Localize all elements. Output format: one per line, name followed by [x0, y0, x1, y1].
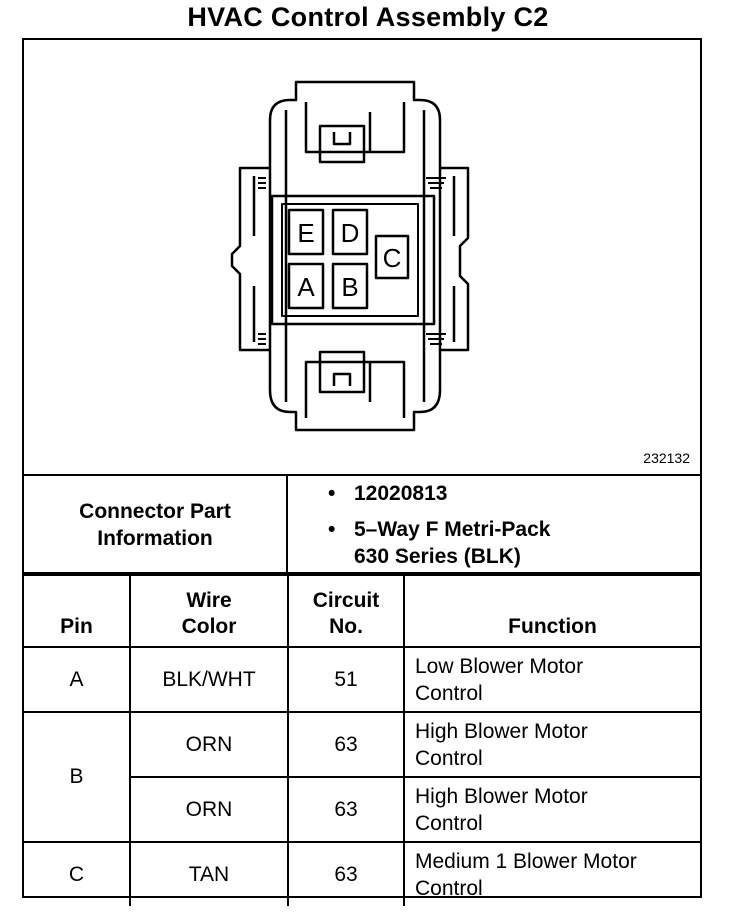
bottom-latch-outline — [304, 360, 406, 418]
function-line2: Control — [415, 681, 483, 705]
cell-pin: A — [24, 646, 131, 713]
cell-circuit: 51 — [287, 646, 405, 713]
connector-face-drawing: E D C A B — [230, 80, 470, 432]
right-wing-outline — [440, 166, 470, 352]
function-line1: High Blower Motor — [415, 784, 588, 808]
top-latch-tab — [332, 132, 352, 146]
left-wing-outline — [230, 166, 270, 352]
function-line1: High Blower Motor — [415, 719, 588, 743]
bottom-latch-tab — [332, 372, 352, 386]
function-line2: Control — [415, 811, 483, 835]
header-circuit: Circuit No. — [287, 574, 405, 648]
pin-table: Pin Wire Color Circuit No. Function A BL… — [24, 574, 700, 906]
pin-label-b: B — [341, 272, 358, 302]
function-line2: Control — [415, 746, 483, 770]
terminal-housing-inner — [281, 203, 419, 317]
top-latch-window — [318, 124, 366, 164]
bullet-description: • — [328, 518, 336, 541]
header-wire-color-line1: Wire — [186, 589, 232, 612]
left-top-ticks — [258, 177, 266, 189]
table-row: ORN 63 High Blower Motor Control — [24, 776, 700, 843]
connector-part-info-values: • 12020813 • 5–Way F Metri-Pack 630 Seri… — [288, 476, 700, 574]
description-line2: 630 Series (BLK) — [354, 545, 521, 568]
table-row: B ORN 63 High Blower Motor Control — [24, 711, 700, 843]
cavity-a — [287, 262, 325, 310]
cell-pin: C — [24, 841, 131, 906]
header-pin: Pin — [24, 574, 131, 648]
cell-function: Low Blower Motor Control — [403, 646, 700, 713]
terminal-housing — [270, 194, 436, 326]
table-row: C TAN 63 Medium 1 Blower Motor Control — [24, 841, 700, 906]
page-title: HVAC Control Assembly C2 — [187, 2, 549, 32]
header-wire-color-line2: Color — [181, 615, 237, 638]
function-line1: Medium 1 Blower Motor — [415, 849, 637, 873]
connector-diagram: E D C A B 232132 — [24, 40, 700, 476]
header-circuit-line2: No. — [329, 615, 363, 638]
cell-function: High Blower Motor Control — [403, 776, 700, 843]
cell-circuit: 63 — [287, 841, 405, 906]
cell-function: High Blower Motor Control — [403, 711, 700, 778]
cell-pin: B — [24, 711, 131, 843]
part-info-divider — [24, 572, 700, 574]
cavity-c — [374, 234, 410, 280]
function-line2: Control — [415, 876, 483, 900]
cavity-d — [331, 208, 369, 256]
top-latch-outline — [304, 102, 406, 154]
right-bottom-ticks — [426, 333, 446, 345]
pin-label-c: C — [383, 243, 402, 273]
cell-wire-color: ORN — [130, 776, 289, 843]
cavity-e — [287, 208, 325, 256]
part-label-line1: Connector Part — [79, 500, 231, 523]
function-line1: Low Blower Motor — [415, 654, 584, 678]
description-line1: 5–Way F Metri-Pack — [354, 518, 551, 541]
cell-wire-color: ORN — [129, 711, 289, 778]
header-wire-color: Wire Color — [129, 574, 289, 648]
reference-number: 232132 — [643, 450, 690, 466]
header-circuit-line1: Circuit — [312, 589, 380, 612]
pin-label-e: E — [297, 218, 314, 248]
cell-function: Medium 1 Blower Motor Control — [403, 841, 700, 906]
cavity-b — [331, 262, 369, 310]
left-bottom-ticks — [258, 333, 266, 345]
bullet-part-number: • — [328, 482, 336, 505]
connector-body-outline — [268, 80, 442, 432]
connector-part-info-label: Connector Part Information — [24, 476, 288, 574]
part-number: 12020813 — [354, 482, 448, 505]
part-label-line2: Information — [97, 527, 213, 550]
pin-label-a: A — [297, 272, 315, 302]
cell-wire-color: TAN — [129, 841, 289, 906]
cell-circuit: 63 — [287, 711, 405, 778]
right-top-ticks — [426, 177, 446, 189]
pin-label-d: D — [341, 218, 360, 248]
cell-wire-color: BLK/WHT — [129, 646, 289, 713]
pin-table-header: Pin Wire Color Circuit No. Function — [24, 574, 700, 648]
cell-circuit: 63 — [287, 776, 405, 843]
table-row: A BLK/WHT 51 Low Blower Motor Control — [24, 646, 700, 713]
bottom-latch-window — [318, 350, 366, 394]
header-function: Function — [403, 574, 700, 648]
connector-frame: E D C A B 232132 Connector Part Informat… — [22, 38, 702, 906]
